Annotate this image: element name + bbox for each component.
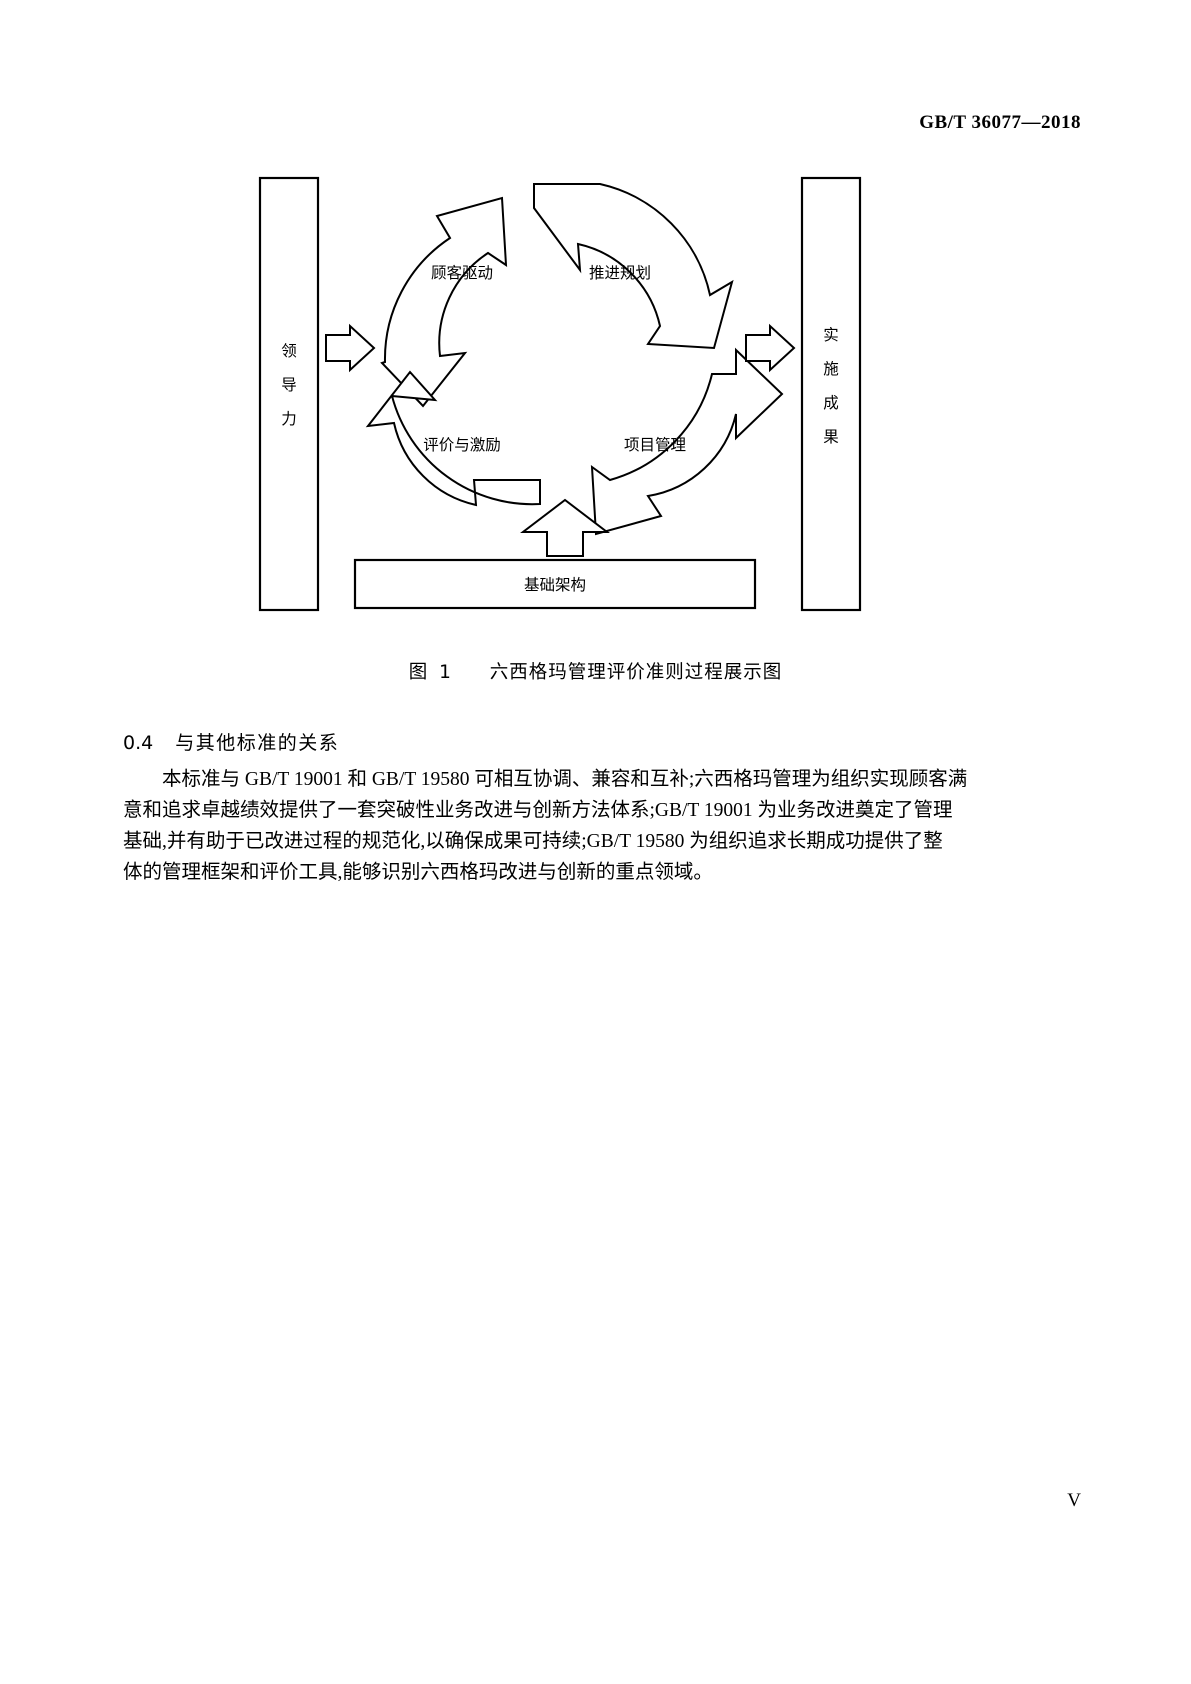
results-bar-label-char-3: 成 bbox=[823, 394, 839, 412]
cycle-arrow-evaluation-incentive bbox=[365, 370, 541, 507]
leadership-bar-label-char-3: 力 bbox=[281, 410, 297, 428]
body-line-4: 体的管理框架和评价工具,能够识别六西格玛改进与创新的重点领域。 bbox=[123, 862, 713, 883]
foundation-box-label: 基础架构 bbox=[524, 576, 586, 594]
figure-caption: 图 1 六西格玛管理评价准则过程展示图 bbox=[0, 658, 1191, 684]
figure-caption-title: 六西格玛管理评价准则过程展示图 bbox=[489, 662, 783, 683]
section-number: 0.4 bbox=[123, 732, 154, 754]
body-line-2: 意和追求卓越绩效提供了一套突破性业务改进与创新方法体系;GB/T 19001 为… bbox=[123, 800, 953, 821]
cycle-label-customer-driven: 顾客驱动 bbox=[431, 264, 493, 282]
section-title: 与其他标准的关系 bbox=[175, 732, 340, 754]
implementation-results-bar bbox=[800, 176, 862, 612]
body-paragraph: 本标准与 GB/T 19001 和 GB/T 19580 可相互协调、兼容和互补… bbox=[123, 764, 968, 888]
cycle-arrow-promotion-planning bbox=[533, 183, 734, 350]
body-line-3: 基础,并有助于已改进过程的规范化,以确保成果可持续;GB/T 19580 为组织… bbox=[123, 831, 943, 852]
leadership-bar-label-char-1: 领 bbox=[281, 342, 297, 360]
page-number: V bbox=[1067, 1490, 1081, 1511]
body-paragraph-block: 本标准与 GB/T 19001 和 GB/T 19580 可相互协调、兼容和互补… bbox=[123, 764, 968, 888]
results-bar-label-char-4: 果 bbox=[823, 428, 839, 446]
leadership-bar bbox=[258, 176, 320, 612]
cycle-label-project-management: 项目管理 bbox=[624, 436, 686, 454]
results-bar-label-char-2: 施 bbox=[823, 360, 839, 378]
body-line-1: 本标准与 GB/T 19001 和 GB/T 19580 可相互协调、兼容和互补… bbox=[162, 769, 968, 790]
foundation-box bbox=[353, 558, 757, 610]
six-sigma-process-diagram: 领 导 力 顾客驱动 推进规划 项目管理 评价与激励 基础架构 实 施 成 果 bbox=[258, 176, 862, 612]
figure-1-diagram: 领 导 力 顾客驱动 推进规划 项目管理 评价与激励 基础架构 实 施 成 果 bbox=[110, 160, 1080, 680]
cycle-label-promotion-planning: 推进规划 bbox=[589, 264, 651, 282]
cycle-arrow-project-management bbox=[590, 347, 784, 536]
right-connector-arrow bbox=[745, 323, 796, 373]
cycle-arrow-customer-driven bbox=[380, 196, 508, 408]
left-connector-arrow bbox=[325, 323, 376, 373]
cycle-label-evaluation-incentive: 评价与激励 bbox=[423, 436, 501, 454]
leadership-bar-label-char-2: 导 bbox=[281, 376, 297, 394]
results-bar-label-char-1: 实 bbox=[823, 326, 839, 344]
foundation-up-arrow bbox=[520, 498, 610, 557]
page-header-standard-number: GB/T 36077—2018 bbox=[919, 112, 1081, 133]
figure-caption-number: 图 1 bbox=[408, 662, 454, 683]
section-heading-0-4: 0.4 与其他标准的关系 bbox=[123, 728, 339, 755]
